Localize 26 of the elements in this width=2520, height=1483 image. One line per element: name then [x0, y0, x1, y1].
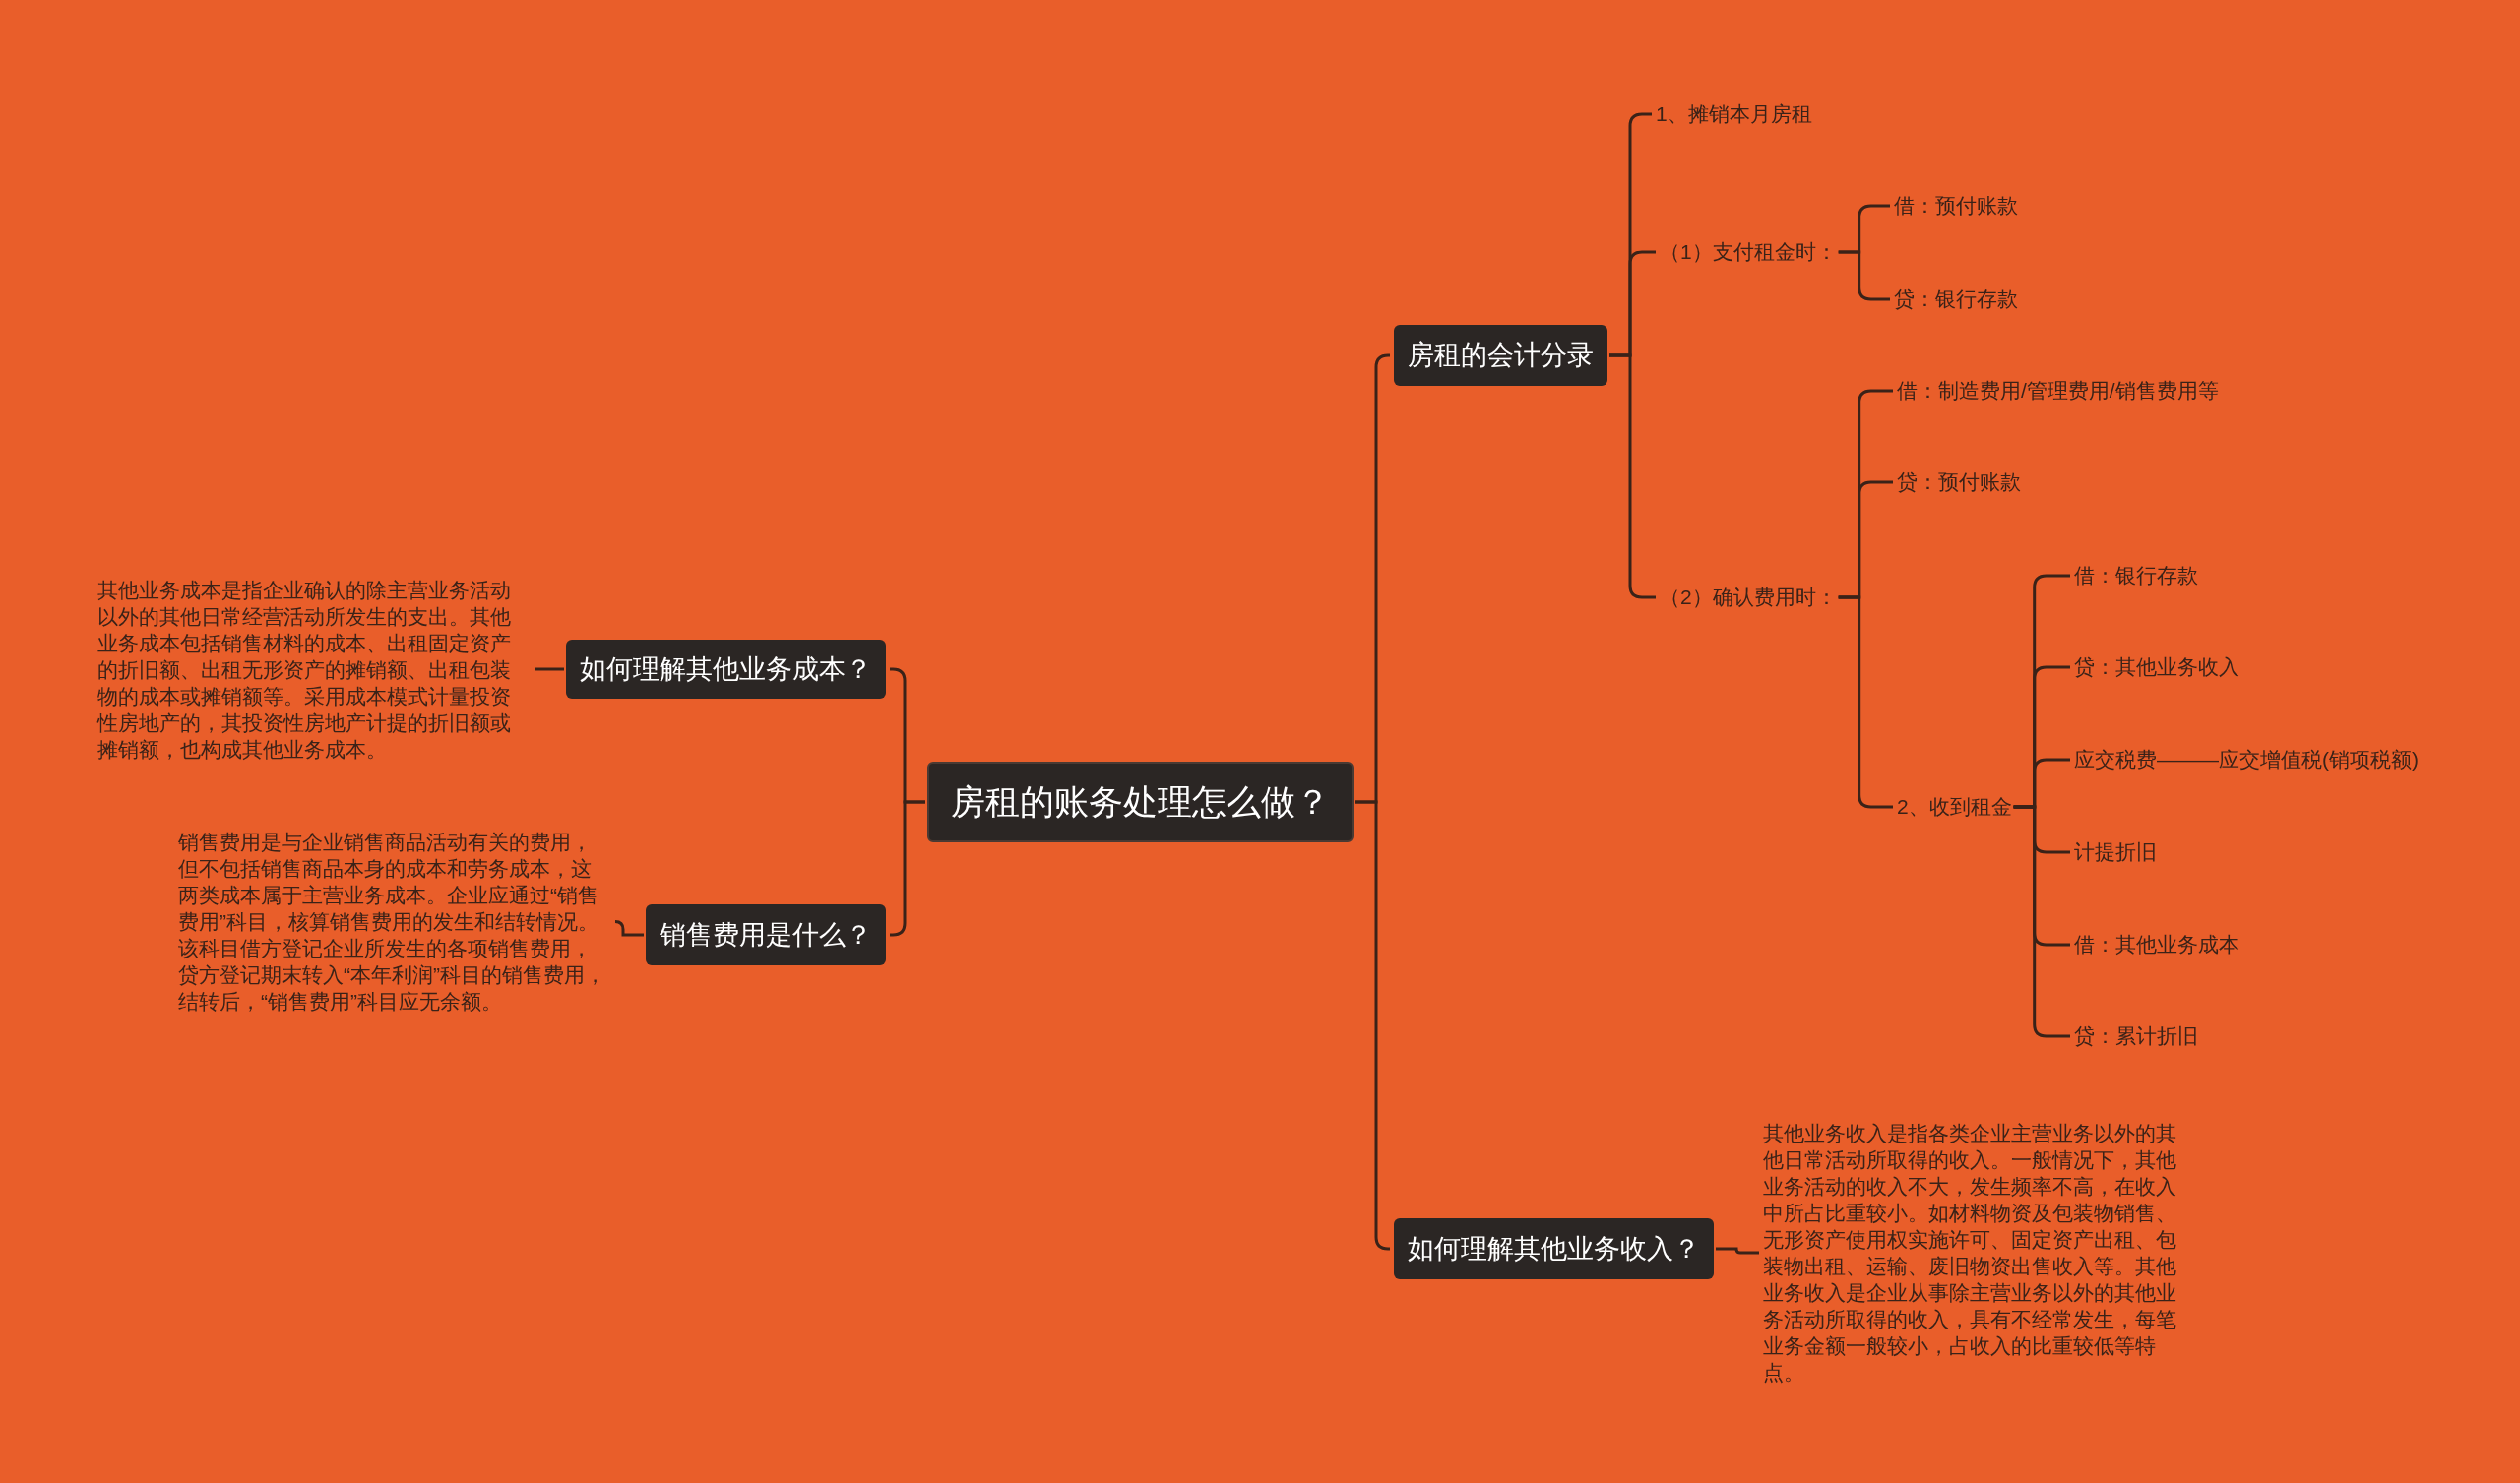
subtopic-text: 借：预付账款 [1894, 192, 2018, 219]
subtopic-text: 计提折旧 [2074, 838, 2157, 866]
topic-box: 如何理解其他业务收入？ [1394, 1218, 1714, 1279]
connector-line [1716, 1247, 1759, 1255]
topic-box: 如何理解其他业务成本？ [566, 640, 886, 699]
subtopic-text: 应交税费———应交增值税(销项税额) [2074, 746, 2419, 773]
subtopic-text: 借：银行存款 [2074, 562, 2198, 589]
subtopic-text: （2）确认费用时： [1660, 584, 1837, 611]
subtopic-text: 贷：预付账款 [1897, 468, 2021, 496]
note-text: 其他业务收入是指各类企业主营业务以外的其他日常活动所取得的收入。一般情况下，其他业务活动的收入不大，发生频率不高，在收入中所占比重较小。如材料物资及包装物销售、无形资产使用权实施许可、固定资产出租、包装物出租、运输、废旧物资出售收入等。其他业务收入是企业从事除主营业务以外的其他业务活动所取得的收入，具有不经常发生，每笔业务金额一般较小，占收入的比重较低等特点。 [1763, 1120, 2196, 1386]
subtopic-text: 借：其他业务成本 [2074, 931, 2239, 958]
topic-box: 房租的会计分录 [1394, 325, 1607, 386]
subtopic-text: 贷：其他业务收入 [2074, 653, 2239, 681]
subtopic-text: 1、摊销本月房租 [1656, 100, 1812, 128]
note-text: 销售费用是与企业销售商品活动有关的费用，但不包括销售商品本身的成本和劳务成本，这两类成本属于主营业务成本。企业应通过“销售费用”科目，核算销售费用的发生和结转情况。该科目借方登记企业所发生的各项销售费用，贷方登记期末转入“本年利润”科目的销售费用，结转后，“销售费用”科目应无余额。 [178, 829, 611, 1015]
subtopic-text: 2、收到租金 [1897, 793, 2012, 821]
subtopic-text: （1）支付租金时： [1660, 238, 1837, 266]
subtopic-text: 借：制造费用/管理费用/销售费用等 [1897, 377, 2219, 404]
subtopic-text: 贷：累计折旧 [2074, 1022, 2198, 1050]
central-topic-box: 房租的账务处理怎么做？ [927, 762, 1354, 842]
connector-line [535, 667, 564, 671]
connector-line [613, 920, 644, 937]
connector-line [2013, 805, 2070, 1038]
note-text: 其他业务成本是指企业确认的除主营业务活动以外的其他日常经营活动所发生的支出。其他业务成本包括销售材料的成本、出租固定资产的折旧额、出租无形资产的摊销额、出租包装物的成本或摊销额等。采用成本模式计量投资性房地产的，其投资性房地产计提的折旧额或摊销额，也构成其他业务成本。 [97, 577, 531, 763]
topic-box: 销售费用是什么？ [646, 904, 886, 965]
subtopic-text: 贷：银行存款 [1894, 285, 2018, 313]
